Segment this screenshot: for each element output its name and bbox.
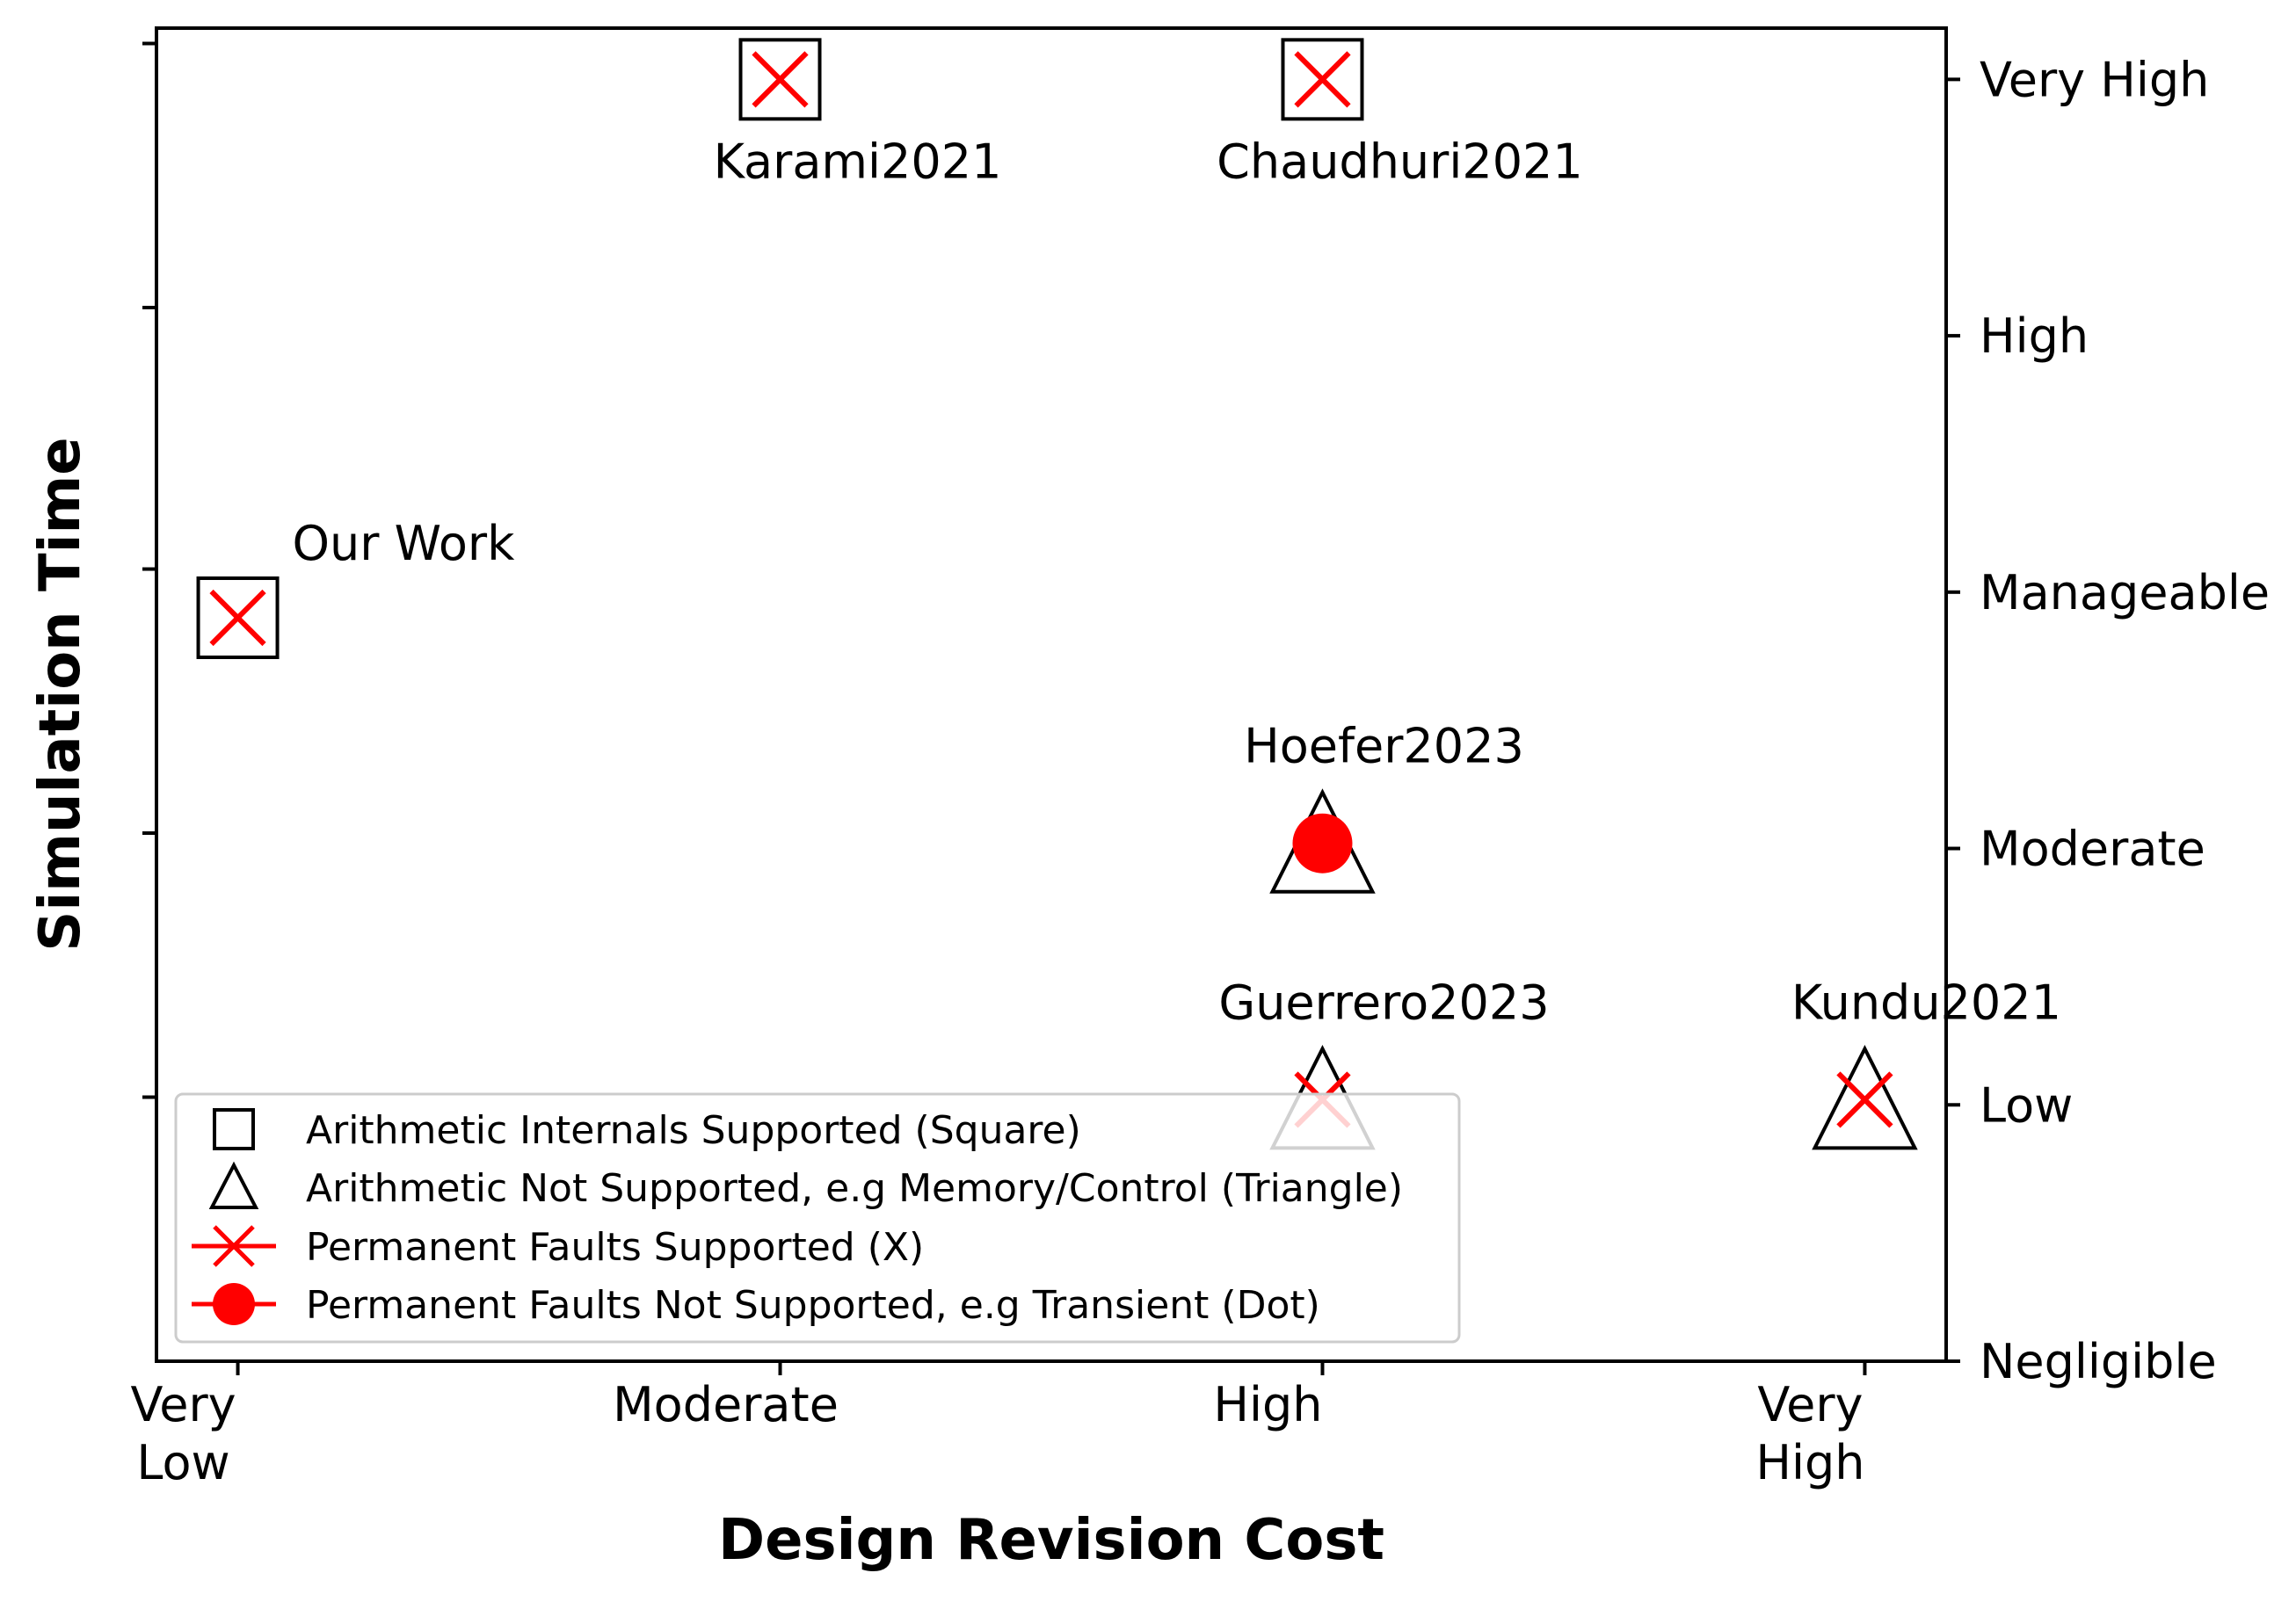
y-right-tick-label: Low [1980, 1077, 2073, 1133]
x-tick-label: Moderate [613, 1377, 839, 1432]
point-x-marker-2 [1294, 51, 1351, 108]
y-right-tick-label: Manageable [1980, 565, 2270, 620]
point-dot-marker-3 [1292, 813, 1353, 873]
point-label-2: Chaudhuri2021 [1217, 134, 1583, 189]
legend-box [174, 1092, 1461, 1344]
y-axis-title: Simulation Time [28, 437, 93, 951]
y-right-tick-label: High [1980, 308, 2089, 364]
point-label-0: Our Work [293, 516, 516, 571]
point-triangle-5 [1812, 1044, 1918, 1150]
y-right-tick-label: Moderate [1980, 822, 2205, 877]
plot-area-frame [155, 26, 1948, 1363]
x-tick-label: High [1213, 1377, 1322, 1432]
point-label-5: Kundu2021 [1791, 975, 2061, 1030]
point-square-1 [738, 38, 822, 121]
point-label-3: Hoefer2023 [1244, 719, 1524, 774]
legend-x-icon [192, 1225, 276, 1267]
point-x-marker-0 [209, 589, 266, 647]
legend-triangle-icon [208, 1161, 259, 1209]
legend-dot-icon [192, 1283, 276, 1325]
y-right-tick-label: Very High [1980, 52, 2209, 107]
legend-square-icon [213, 1108, 255, 1150]
point-square-0 [196, 576, 280, 659]
x-axis-title: Design Revision Cost [718, 1508, 1384, 1573]
point-label-4: Guerrero2023 [1218, 975, 1549, 1030]
point-x-marker-5 [1836, 1071, 1893, 1128]
y-right-tick-label: Negligible [1980, 1334, 2217, 1389]
legend-label-3: Permanent Faults Not Supported, e.g Tran… [306, 1283, 1320, 1328]
point-label-1: Karami2021 [714, 134, 1002, 189]
point-x-marker-1 [752, 51, 809, 108]
point-square-2 [1281, 38, 1364, 121]
legend-label-1: Arithmetic Not Supported, e.g Memory/Con… [306, 1166, 1403, 1211]
legend-label-0: Arithmetic Internals Supported (Square) [306, 1108, 1081, 1153]
legend-label-2: Permanent Faults Supported (X) [306, 1225, 924, 1270]
